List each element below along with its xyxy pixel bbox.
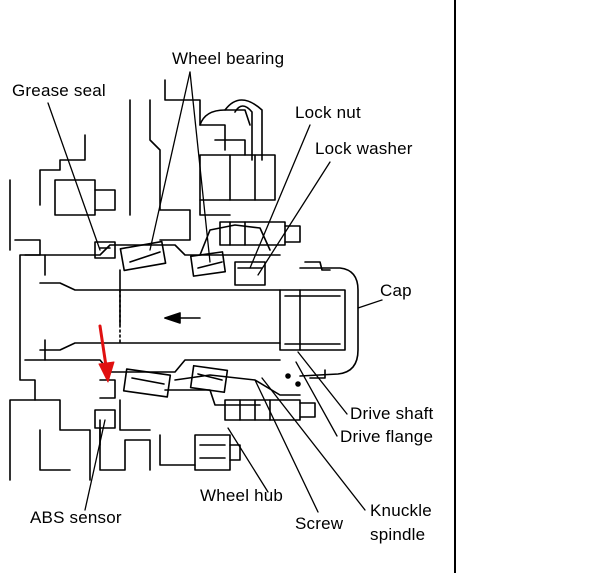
knuckle-housing <box>9 79 251 481</box>
label-spindle: spindle <box>370 525 426 544</box>
inner-wheel-bearing <box>119 240 172 398</box>
outer-wheel-bearing <box>189 251 229 394</box>
label-wheel-bearing: Wheel bearing <box>172 49 285 68</box>
label-wheel-hub: Wheel hub <box>200 486 284 505</box>
detail-dot <box>295 381 301 387</box>
drive-shaft-body <box>39 282 346 351</box>
label-lock-nut: Lock nut <box>295 103 361 122</box>
measurement-arrow <box>119 269 201 326</box>
brake-line-top <box>224 99 263 161</box>
label-drive-flange: Drive flange <box>340 427 434 446</box>
abs-highlight-arrow <box>98 324 115 383</box>
hub-cap <box>299 261 359 379</box>
detail-dot <box>285 373 291 379</box>
label-drive-shaft: Drive shaft <box>350 404 434 423</box>
upper-knuckle-bolt <box>219 221 301 246</box>
wheel-hub-body <box>24 224 301 406</box>
leader-lines <box>47 71 383 513</box>
label-screw: Screw <box>295 514 344 533</box>
lock-nut-part <box>234 261 266 286</box>
label-knuckle: Knuckle <box>370 501 432 520</box>
caliper-bolt-top <box>199 139 276 216</box>
hub-bottom-bolt <box>194 434 241 471</box>
label-cap: Cap <box>380 281 412 300</box>
label-abs-sensor: ABS sensor <box>30 508 122 527</box>
abs-sensor-part <box>94 409 116 446</box>
lower-knuckle-bolt <box>224 399 316 421</box>
label-grease-seal: Grease seal <box>12 81 106 100</box>
label-lock-washer: Lock washer <box>315 139 413 158</box>
